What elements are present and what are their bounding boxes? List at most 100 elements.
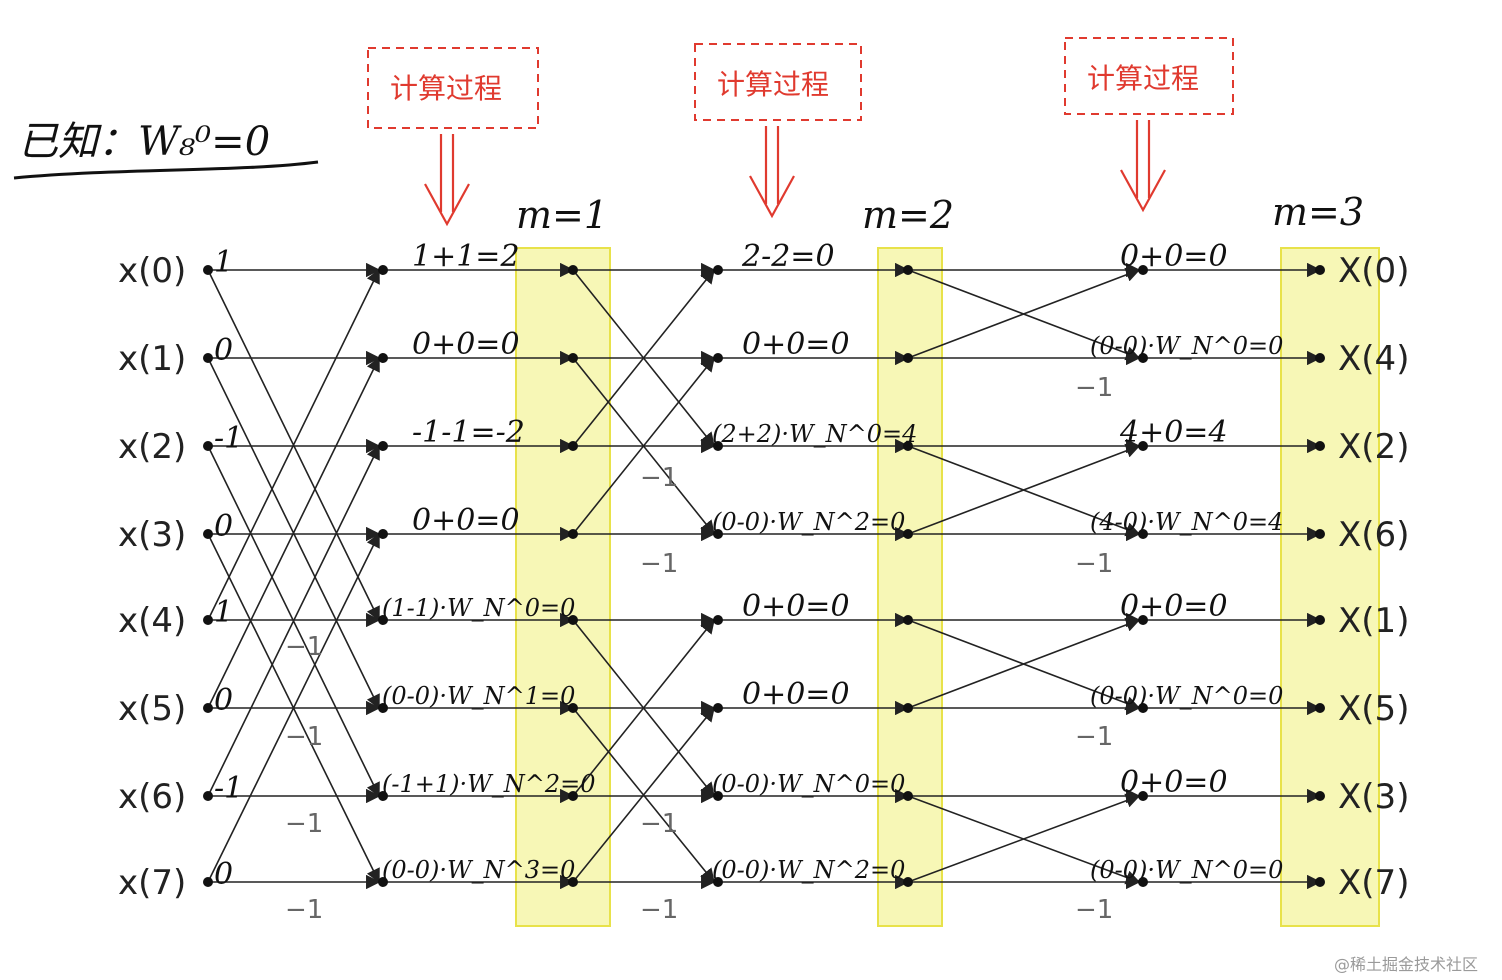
node-c3-r0 (713, 265, 723, 275)
node-c6-r0 (1315, 265, 1325, 275)
process-box-1: 计算过程 (367, 47, 539, 227)
node-c5-r4 (1138, 615, 1148, 625)
node-c2-r5 (568, 703, 578, 713)
node-c2-r1 (568, 353, 578, 363)
node-c4-r7 (903, 877, 913, 887)
butterfly-edges (207, 262, 1322, 890)
stage2-value-1: 0+0=0 (742, 327, 850, 362)
stage3-value-1: (0-0)·W_N^0=0 (1090, 332, 1283, 360)
edge-s3-cross-up (907, 617, 1141, 709)
input-value-0: 1 (214, 245, 233, 280)
node-c3-r1 (713, 353, 723, 363)
stage3-value-7: (0-0)·W_N^0=0 (1090, 856, 1283, 884)
node-c0-r7 (203, 877, 213, 887)
output-label-6: X(3) (1338, 777, 1409, 817)
node-c6-r7 (1315, 877, 1325, 887)
process-label: 计算过程 (1087, 62, 1199, 95)
node-c0-r3 (203, 529, 213, 539)
input-value-3: 0 (214, 509, 233, 544)
process-boxes: 计算过程计算过程计算过程 (367, 37, 1234, 227)
node-c2-r0 (568, 265, 578, 275)
output-label-3: X(6) (1338, 515, 1409, 555)
input-value-2: -1 (214, 421, 243, 456)
node-c1-r2 (378, 441, 388, 451)
edge-s3-cross-up (907, 267, 1141, 359)
input-value-1: 0 (214, 333, 233, 368)
node-c1-r3 (378, 529, 388, 539)
highlight-column-1 (516, 248, 610, 926)
node-c5-r6 (1138, 791, 1148, 801)
edge-s2-cross-up (572, 706, 715, 883)
input-value-4: 1 (214, 595, 233, 630)
node-c1-r7 (378, 877, 388, 887)
node-c5-r3 (1138, 529, 1148, 539)
input-label-3: x(3) (118, 515, 186, 555)
node-c4-r5 (903, 703, 913, 713)
node-c6-r6 (1315, 791, 1325, 801)
edge-s1-cross-up (207, 532, 380, 883)
highlight-column-2 (878, 248, 942, 926)
input-label-2: x(2) (118, 427, 186, 467)
node-c2-r7 (568, 877, 578, 887)
input-label-6: x(6) (118, 777, 186, 817)
process-label: 计算过程 (390, 72, 502, 105)
stage2-value-3: (0-0)·W_N^2=0 (712, 508, 905, 536)
stage2-value-4: 0+0=0 (742, 589, 850, 624)
node-c5-r7 (1138, 877, 1148, 887)
minus-one-label: −1 (640, 895, 678, 925)
stage1-value-7: (0-0)·W_N^3=0 (382, 856, 575, 884)
node-c1-r1 (378, 353, 388, 363)
stage1-value-2: -1-1=-2 (412, 415, 525, 450)
stage3-value-4: 0+0=0 (1120, 589, 1228, 624)
output-label-5: X(5) (1338, 689, 1409, 729)
node-c0-r0 (203, 265, 213, 275)
butterfly-nodes (203, 265, 1325, 887)
node-c2-r4 (568, 615, 578, 625)
input-value-5: 0 (214, 683, 233, 718)
minus-one-label: −1 (1075, 895, 1113, 925)
stage1-value-4: (1-1)·W_N^0=0 (382, 594, 575, 622)
minus-one-label: −1 (1075, 722, 1113, 752)
input-labels: x(0)x(1)x(2)x(3)x(4)x(5)x(6)x(7) (118, 251, 186, 903)
minus-one-label: −1 (285, 895, 323, 925)
node-c0-r4 (203, 615, 213, 625)
stage2-value-7: (0-0)·W_N^2=0 (712, 856, 905, 884)
node-c0-r2 (203, 441, 213, 451)
stage2-value-5: 0+0=0 (742, 677, 850, 712)
node-c3-r2 (713, 441, 723, 451)
stage3-value-2: 4+0=4 (1119, 415, 1228, 450)
stage2-value-2: (2+2)·W_N^0=4 (712, 420, 917, 448)
node-c4-r2 (903, 441, 913, 451)
output-label-7: X(7) (1338, 863, 1409, 903)
stage3-value-6: 0+0=0 (1120, 765, 1228, 800)
m-label-2: m=2 (862, 193, 954, 237)
minus-one-label: −1 (1075, 373, 1113, 403)
node-c2-r3 (568, 529, 578, 539)
process-box-3: 计算过程 (1064, 37, 1234, 213)
node-c6-r2 (1315, 441, 1325, 451)
known-underline (13, 160, 319, 180)
edge-s2-cross-up (572, 356, 715, 535)
node-c4-r6 (903, 791, 913, 801)
node-c1-r0 (378, 265, 388, 275)
node-c6-r4 (1315, 615, 1325, 625)
node-c3-r3 (713, 529, 723, 539)
node-c0-r5 (203, 703, 213, 713)
node-c6-r3 (1315, 529, 1325, 539)
node-c3-r7 (713, 877, 723, 887)
minus-one-label: −1 (640, 463, 678, 493)
input-label-5: x(5) (118, 689, 186, 729)
stage1-value-5: (0-0)·W_N^1=0 (382, 682, 575, 710)
m-label-1: m=1 (516, 193, 608, 237)
node-c5-r1 (1138, 353, 1148, 363)
node-c1-r6 (378, 791, 388, 801)
input-label-0: x(0) (118, 251, 186, 291)
stage2-value-6: (0-0)·W_N^0=0 (712, 770, 905, 798)
edge-s3-cross-up (907, 793, 1141, 883)
input-label-4: x(4) (118, 601, 186, 641)
node-c5-r0 (1138, 265, 1148, 275)
output-label-1: X(4) (1338, 339, 1409, 379)
stage3-value-5: (0-0)·W_N^0=0 (1090, 682, 1283, 710)
stage1-value-1: 0+0=0 (412, 327, 520, 362)
